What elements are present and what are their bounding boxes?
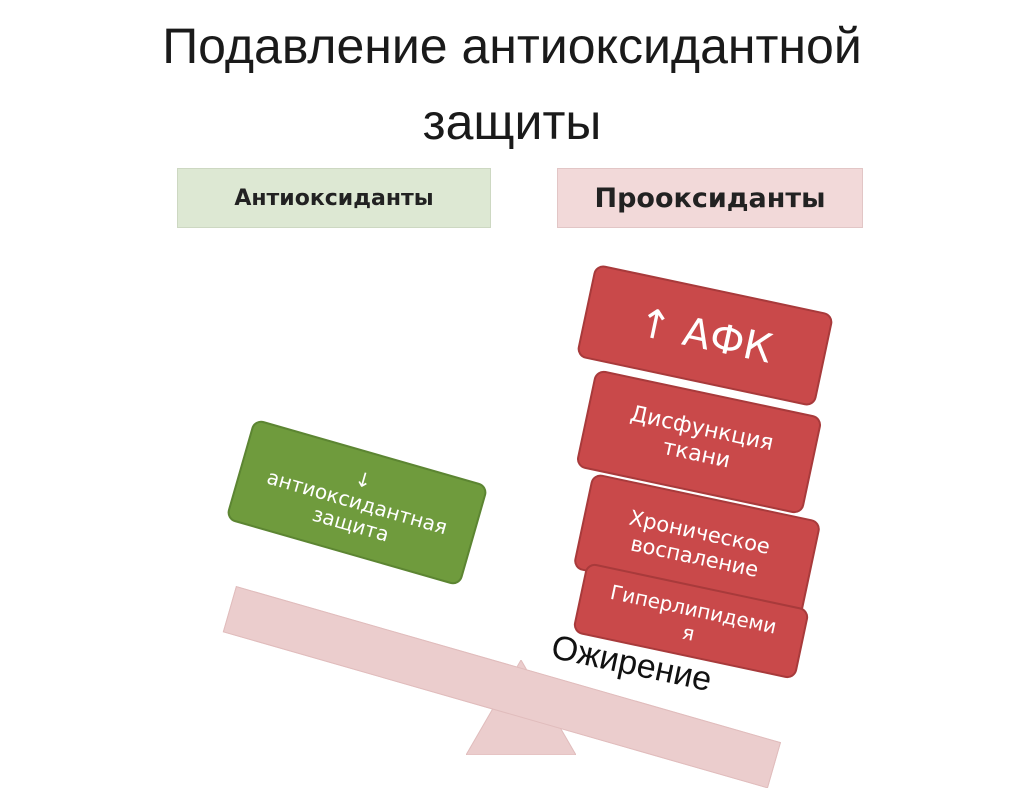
antioxidant-defense-block: ↓ антиоксидантная защита	[225, 418, 489, 587]
ros-label: ↑ АФК	[633, 298, 777, 373]
title-line-1: Подавление антиоксидантной	[162, 18, 862, 74]
page-title: Подавление антиоксидантной защиты	[0, 8, 1024, 160]
antioxidants-label: Антиоксиданты	[177, 168, 491, 228]
title-line-2: защиты	[422, 94, 602, 150]
hyperlipidemia-line2: я	[680, 619, 697, 646]
prooxidants-label: Прооксиданты	[557, 168, 863, 228]
